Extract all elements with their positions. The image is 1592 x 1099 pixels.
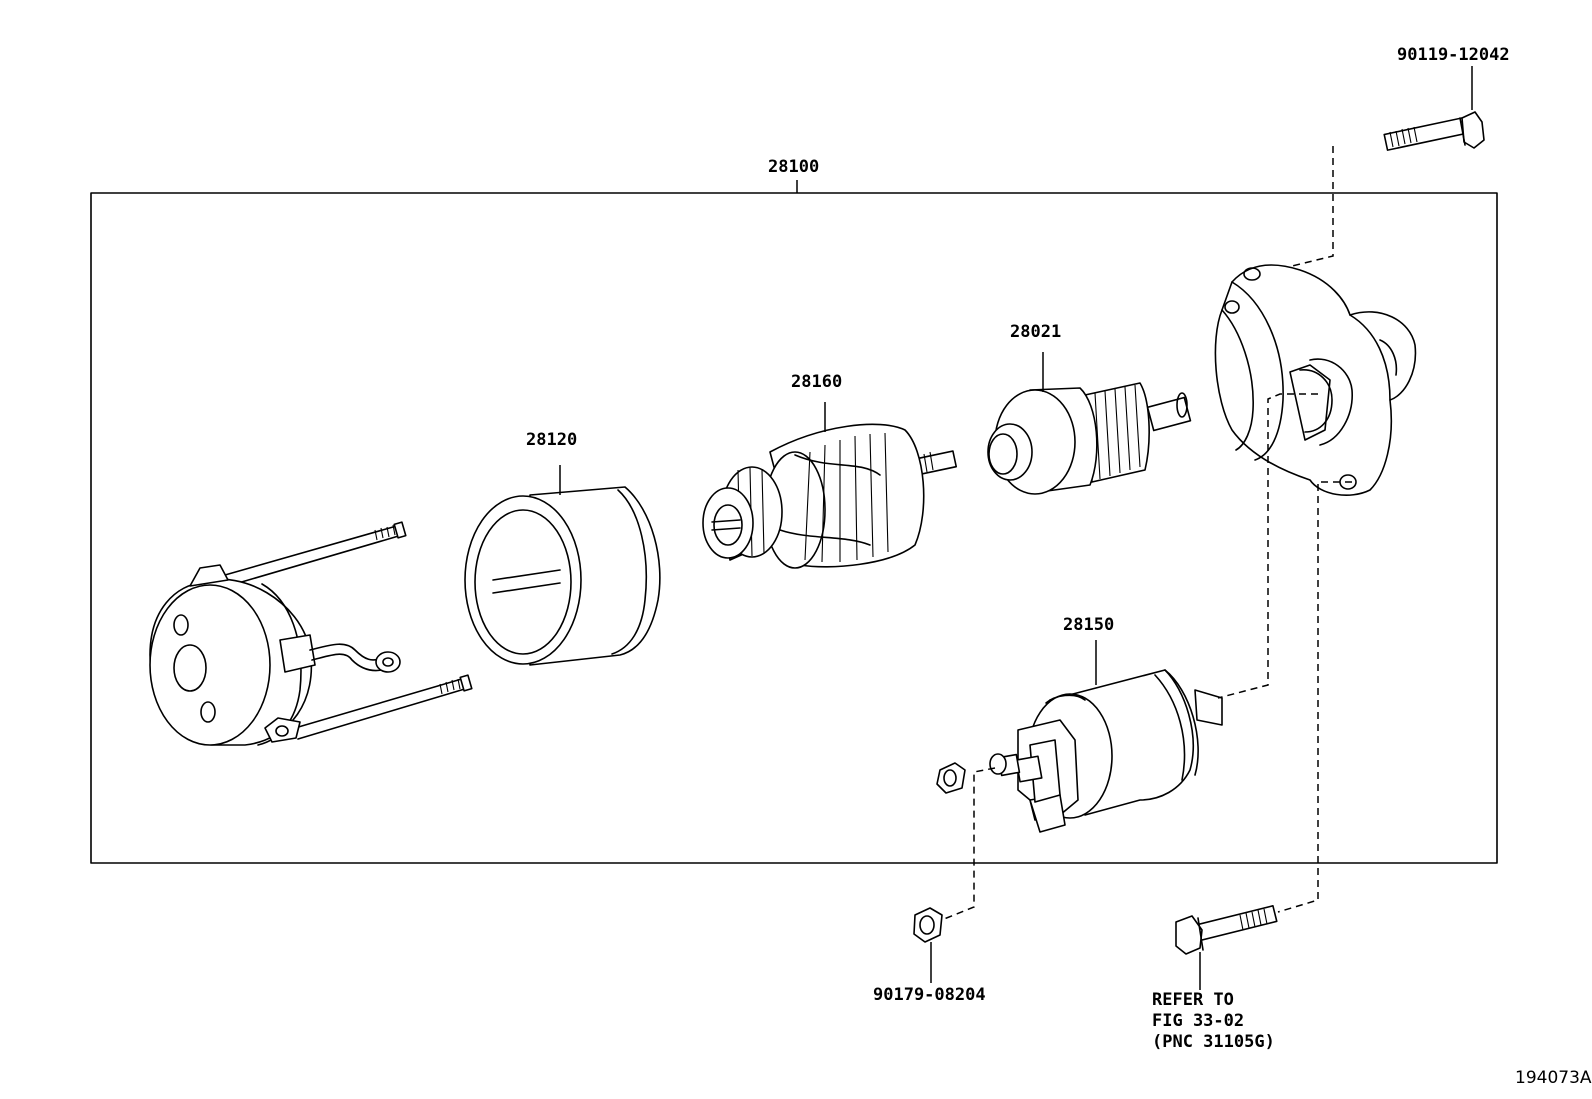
terminal-nut-part	[936, 762, 966, 794]
refer-line-3: (PNC 31105G)	[1152, 1032, 1275, 1052]
label-nut-90179-08204: 90179-08204	[873, 985, 986, 1005]
figure-number: 194073A	[1515, 1068, 1592, 1088]
drive-housing-part	[1214, 264, 1417, 496]
bottom-nut-part	[913, 907, 943, 943]
label-refer-note: REFER TO FIG 33-02 (PNC 31105G)	[1152, 990, 1275, 1053]
bottom-bolt-part	[1175, 905, 1278, 955]
label-yoke-28120: 28120	[526, 430, 578, 450]
solenoid-part	[989, 669, 1223, 833]
label-solenoid-28150: 28150	[1063, 615, 1115, 635]
armature-part	[702, 423, 958, 569]
yoke-part	[464, 486, 661, 666]
refer-line-1: REFER TO	[1152, 990, 1234, 1010]
label-assembly-28100: 28100	[768, 157, 820, 177]
label-armature-28160: 28160	[791, 372, 843, 392]
end-frame-part	[149, 521, 473, 746]
label-bolt-90119-12042: 90119-12042	[1397, 45, 1510, 65]
top-bolt-part	[1383, 111, 1485, 151]
installation-dashed-lines	[943, 146, 1352, 920]
clutch-part	[987, 382, 1192, 495]
refer-line-2: FIG 33-02	[1152, 1011, 1245, 1031]
assembly-boundary-box	[90, 192, 1498, 864]
label-clutch-28021: 28021	[1010, 322, 1062, 342]
